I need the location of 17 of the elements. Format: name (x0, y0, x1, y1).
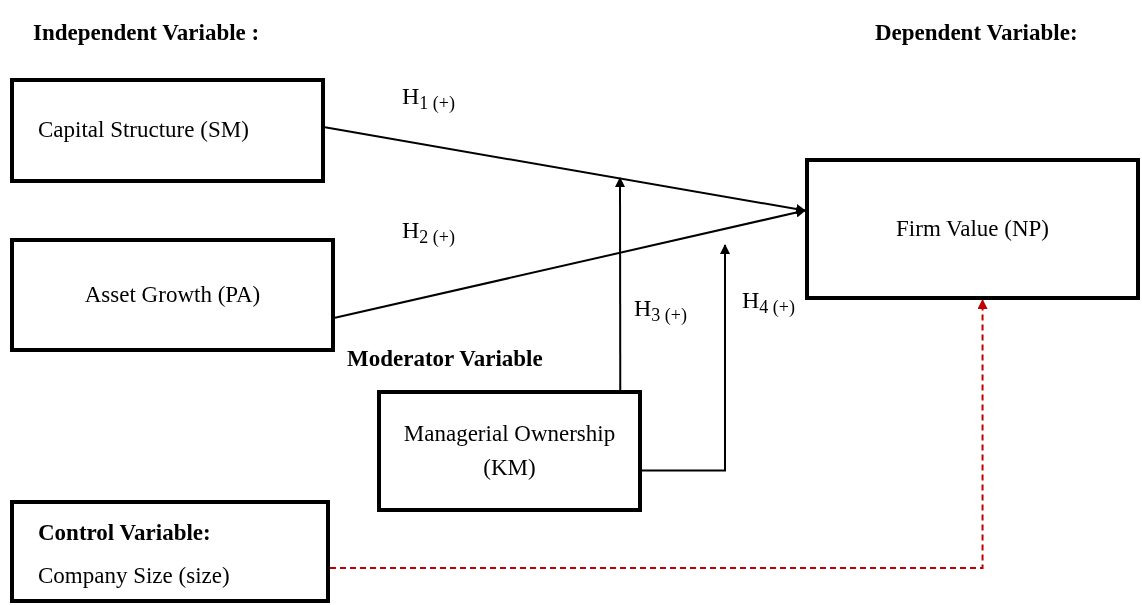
box-text: Firm Value (NP) (896, 214, 1049, 243)
box-text: Asset Growth (PA) (84, 280, 261, 309)
box-text: Company Size (size) (38, 561, 230, 590)
arrow (329, 299, 988, 569)
variable-box (805, 158, 1140, 300)
variable-box (10, 78, 325, 183)
arrow (615, 177, 625, 391)
arrow (641, 244, 730, 472)
group-heading: Moderator Variable (347, 345, 543, 373)
box-text: Capital Structure (SM) (38, 116, 249, 145)
variable-box (10, 238, 335, 352)
box-text: Managerial Ownership (KM) (402, 419, 617, 482)
box-heading: Control Variable: (38, 519, 211, 547)
heading-label: Independent Variable : (33, 19, 260, 47)
variable-box (377, 390, 642, 512)
variable-box (10, 500, 330, 603)
heading-label: Dependent Variable: (875, 19, 1078, 47)
